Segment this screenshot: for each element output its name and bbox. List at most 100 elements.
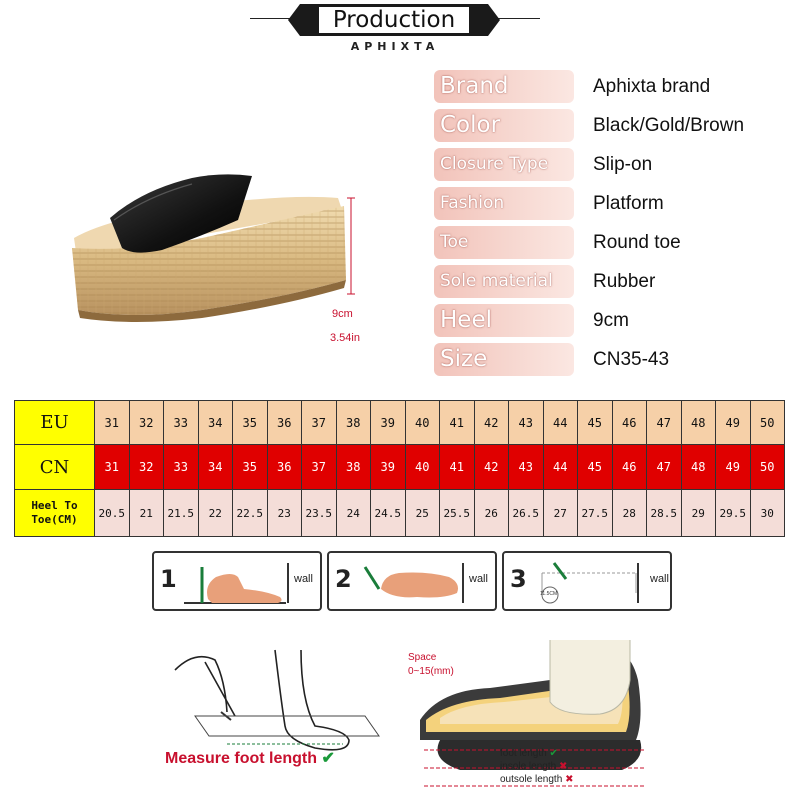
table-cell: 38 <box>335 400 371 445</box>
shoe-cross-section-diagram <box>420 640 644 787</box>
table-cell: 43 <box>508 400 544 445</box>
spec-value: CN35-43 <box>593 349 670 370</box>
table-cell: 37 <box>301 444 337 490</box>
table-cell: 45 <box>577 444 613 490</box>
spec-row-sole-material: Sole material Rubber <box>434 265 774 298</box>
spec-row-toe: Toe Round toe <box>434 226 774 259</box>
size-chart-table: EU 31 32 33 34 35 36 37 38 39 40 41 42 4… <box>14 400 785 537</box>
spec-row-heel: Heel 9cm <box>434 304 774 337</box>
step-number: 1 <box>160 565 177 593</box>
table-cell: 31 <box>94 444 130 490</box>
table-cell: 32 <box>128 400 164 445</box>
table-cell: 48 <box>680 400 716 445</box>
table-cell: 32 <box>128 444 164 490</box>
table-cell: 50 <box>749 400 785 445</box>
table-cell: 37 <box>301 400 337 445</box>
table-cell: 31 <box>94 400 130 445</box>
spec-row-brand: Brand Aphixta brand <box>434 70 774 103</box>
spec-value: Black/Gold/Brown <box>593 115 745 136</box>
table-cell: 41 <box>439 400 475 445</box>
table-cell: 24.5 <box>370 489 406 537</box>
measure-step-3: 3 wall 11.5CM <box>502 551 672 611</box>
spec-row-closure-type: Closure Type Slip-on <box>434 148 774 181</box>
outsole-length-text: outsole length <box>500 774 563 785</box>
table-cell: 39 <box>370 444 406 490</box>
table-cell: 49 <box>715 400 751 445</box>
table-cell: 36 <box>266 444 302 490</box>
spec-label: Sole material <box>434 265 574 298</box>
table-cell: 39 <box>370 400 406 445</box>
table-cell: 21 <box>128 489 164 537</box>
table-cell: 34 <box>197 400 233 445</box>
table-cell: 23.5 <box>301 489 337 537</box>
row-header-heel-to-toe: Heel To Toe(CM) <box>14 489 95 537</box>
measure-step-1: 1 wall <box>152 551 322 611</box>
spec-row-color: Color Black/Gold/Brown <box>434 109 774 142</box>
table-row-eu: EU 31 32 33 34 35 36 37 38 39 40 41 42 4… <box>14 400 785 445</box>
insole-length-label: insole length ✖ <box>500 761 567 772</box>
heel-dimension-line <box>347 197 355 295</box>
heel-height-in: 3.54in <box>330 332 360 344</box>
table-cell: 35 <box>232 400 268 445</box>
table-cell: 44 <box>542 444 578 490</box>
outsole-length-label: outsole length ✖ <box>500 774 573 785</box>
table-cell: 22.5 <box>232 489 268 537</box>
insole-length-text: insole length <box>500 761 557 772</box>
header-rule-right <box>490 18 540 19</box>
table-cell: 44 <box>542 400 578 445</box>
wall-label: wall <box>294 573 313 585</box>
table-cell: 42 <box>473 444 509 490</box>
table-row-cn: CN 31 32 33 34 35 36 37 38 39 40 41 42 4… <box>14 444 785 490</box>
measure-foot-illustration <box>174 649 380 751</box>
table-cell: 40 <box>404 444 440 490</box>
spec-row-fashion: Fashion Platform <box>434 187 774 220</box>
spec-value: 9cm <box>593 310 629 331</box>
table-cell: 29 <box>680 489 716 537</box>
table-cell: 46 <box>611 444 647 490</box>
table-cell: 47 <box>646 444 682 490</box>
brand-subtitle: APHIXTA <box>350 40 440 53</box>
table-cell: 49 <box>715 444 751 490</box>
page-title: Production <box>318 6 470 34</box>
row-header-cn: CN <box>14 444 95 490</box>
space-label: Space <box>408 652 437 663</box>
table-cell: 24 <box>335 489 371 537</box>
step-number: 2 <box>335 565 352 593</box>
table-cell: 28.5 <box>646 489 682 537</box>
wall-label: wall <box>469 573 488 585</box>
foot-top-icon <box>363 563 464 603</box>
gap-label: 11.5CM <box>540 591 558 597</box>
sandal-illustration <box>72 174 346 322</box>
measure-step-2: 2 wall <box>327 551 497 611</box>
spec-row-size: Size CN35-43 <box>434 343 774 376</box>
spec-value: Platform <box>593 193 664 214</box>
table-cell: 41 <box>439 444 475 490</box>
table-cell: 25.5 <box>439 489 475 537</box>
heel-height-cm: 9cm <box>332 308 353 320</box>
cross-icon: ✖ <box>558 761 568 772</box>
step-number: 3 <box>510 565 527 593</box>
table-cell: 48 <box>680 444 716 490</box>
spec-value: Slip-on <box>593 154 653 175</box>
table-cell: 38 <box>335 444 371 490</box>
foot-side-icon <box>184 563 289 604</box>
table-cell: 29.5 <box>715 489 751 537</box>
spec-label: Heel <box>434 304 574 337</box>
table-cell: 47 <box>646 400 682 445</box>
table-cell: 35 <box>232 444 268 490</box>
measure-caption-text: Measure foot length <box>165 750 318 767</box>
table-cell: 22 <box>197 489 233 537</box>
table-cell: 43 <box>508 444 544 490</box>
measure-caption: Measure foot length ✔ <box>165 748 335 768</box>
spec-value: Aphixta brand <box>593 76 711 97</box>
cross-icon: ✖ <box>565 774 574 785</box>
table-cell: 42 <box>473 400 509 445</box>
table-row-heel-to-toe: Heel To Toe(CM) 20.5 21 21.5 22 22.5 23 … <box>14 489 785 537</box>
spec-label: Color <box>434 109 574 142</box>
foot-length-label: foot length ✔ <box>500 748 558 759</box>
table-cell: 40 <box>404 400 440 445</box>
check-icon: ✔ <box>321 750 335 767</box>
check-icon: ✔ <box>549 748 558 759</box>
paper-measure-icon <box>541 562 639 604</box>
table-cell: 27.5 <box>577 489 613 537</box>
